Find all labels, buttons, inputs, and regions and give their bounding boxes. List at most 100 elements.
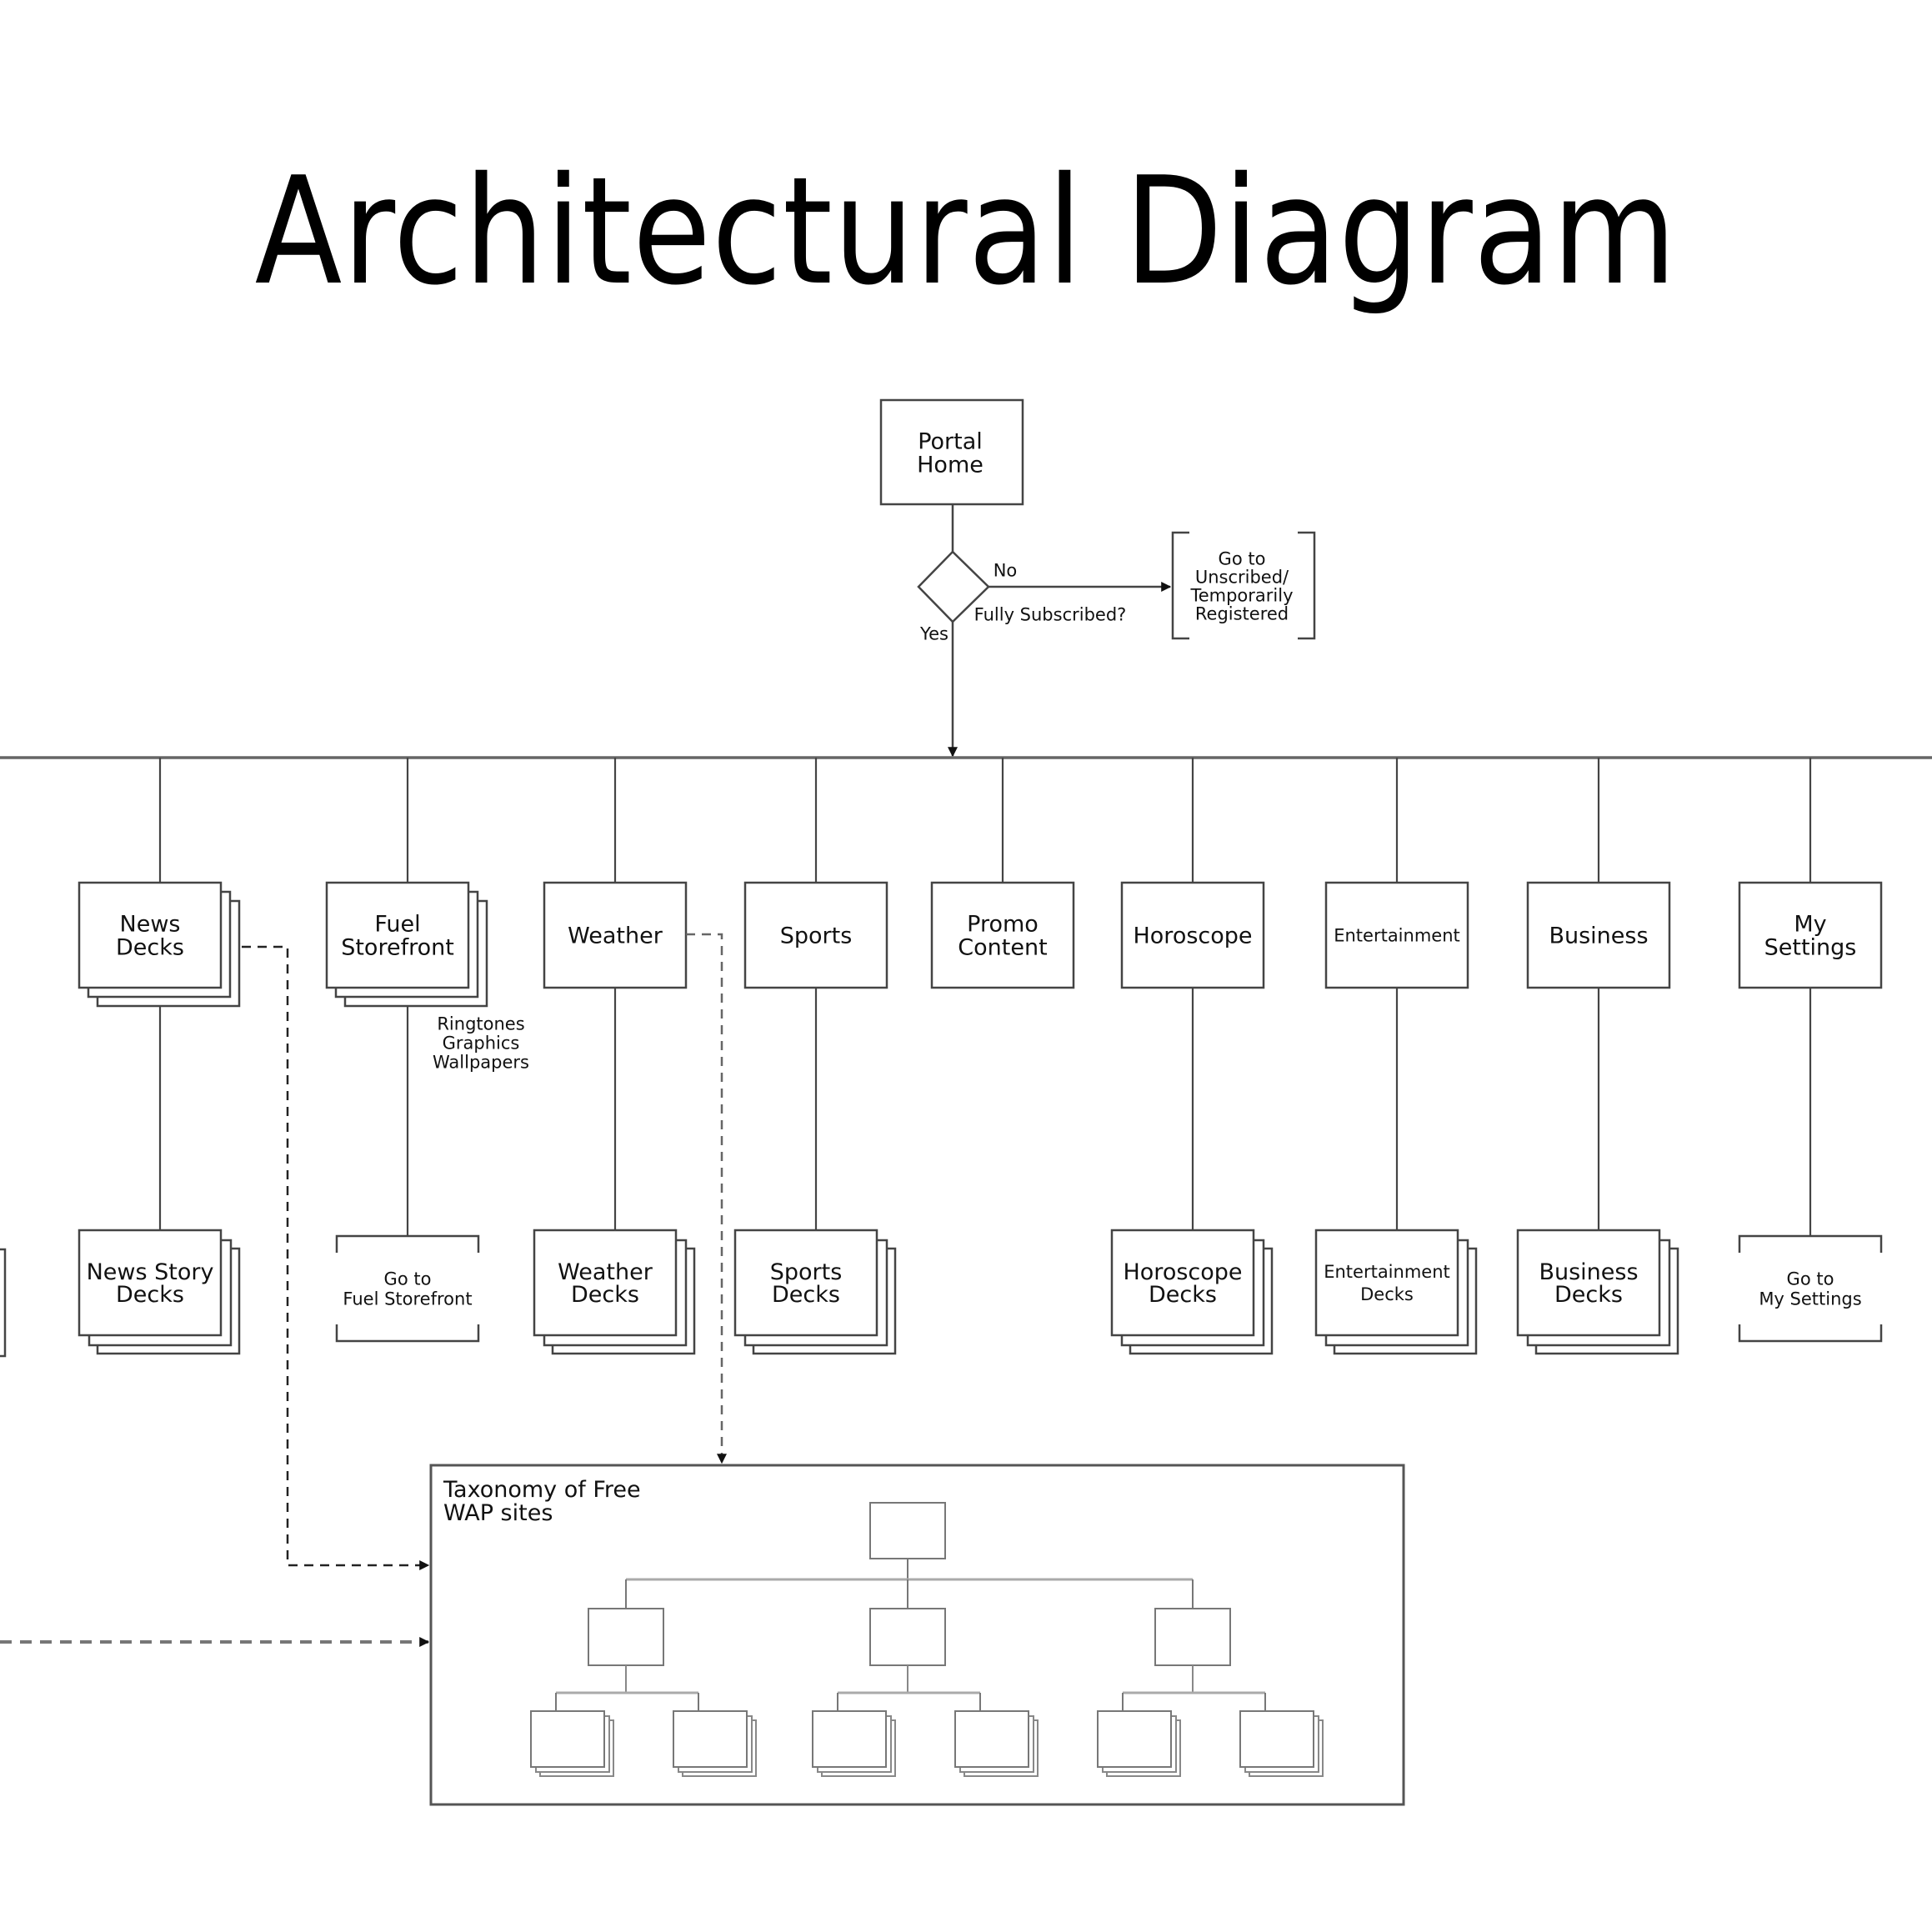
section-entertainment-label: Entertainment (1334, 926, 1460, 946)
section-business-label-line: Business (1549, 923, 1648, 949)
unsubscribed-redirect-label-line: Unscribed/ (1195, 568, 1289, 588)
section-promo-box[interactable] (930, 881, 1075, 989)
taxonomy-leaf-node (530, 1710, 605, 1768)
section-weather-child-label-line: Decks (571, 1282, 639, 1308)
section-settings-child-bracket-top (1738, 1234, 1883, 1253)
section-promo-label-line: Content (958, 935, 1047, 961)
section-fuel-child-bracket-top (335, 1234, 480, 1253)
offscreen-left-bracket (0, 1248, 7, 1358)
section-fuel-box[interactable] (325, 881, 470, 989)
unsubscribed-redirect-label-line: Temporarily (1189, 586, 1293, 606)
section-fuel-label-line: Fuel (374, 912, 420, 938)
section-settings-child-label-line: My Settings (1759, 1289, 1861, 1309)
decision-yes-label: Yes (919, 624, 948, 644)
section-entertainment-child-box[interactable] (1314, 1229, 1459, 1337)
section-sports-child-box[interactable] (733, 1229, 878, 1337)
section-settings-label-line: Settings (1764, 935, 1857, 961)
section-weather-child-box[interactable] (533, 1229, 678, 1337)
decision-yes-label-line: Yes (919, 624, 948, 644)
taxonomy-level1-node (588, 1608, 664, 1666)
section-entertainment-label-line: Entertainment (1334, 926, 1460, 946)
portal-home-label-line: Home (917, 453, 984, 478)
section-entertainment-child-label-line: Decks (1360, 1284, 1414, 1304)
section-entertainment-child-label-line: Entertainment (1324, 1262, 1450, 1282)
section-weather-child-label-line: Weather (558, 1259, 653, 1285)
section-fuel-child-label-line: Fuel Storefront (343, 1289, 472, 1309)
section-sports-child-label-line: Decks (772, 1282, 840, 1308)
section-fuel-note-line: Wallpapers (433, 1053, 529, 1073)
taxonomy-leaf-node (673, 1710, 748, 1768)
section-weather-label: Weather (568, 923, 663, 949)
section-business-child-box[interactable] (1516, 1229, 1661, 1337)
section-horoscope-child-label-line: Decks (1149, 1282, 1217, 1308)
portal-home-box[interactable] (879, 398, 1024, 506)
section-horoscope-child-box[interactable] (1110, 1229, 1255, 1337)
section-horoscope-label-line: Horoscope (1133, 923, 1252, 949)
section-news-child-label-line: Decks (116, 1282, 184, 1308)
section-sports-label-line: Sports (780, 923, 853, 949)
section-sports-child-label-line: Sports (770, 1259, 843, 1285)
section-settings-child-bracket-bottom (1738, 1324, 1883, 1343)
taxonomy-leaf-node (812, 1710, 887, 1768)
section-horoscope-box[interactable] (1120, 881, 1265, 989)
decision-no-label: No (994, 561, 1018, 581)
section-business-child-label-line: Business (1539, 1259, 1638, 1285)
section-sports-box[interactable] (743, 881, 888, 989)
section-sports-label: Sports (780, 923, 853, 949)
section-settings-child-label-line: Go to (1787, 1269, 1834, 1289)
taxonomy-title-line: Taxonomy of Free (443, 1477, 641, 1503)
page-title: Architectural Diagram (254, 145, 1678, 318)
taxonomy-leaf-node (954, 1710, 1029, 1768)
unsubscribed-redirect-bracket-right (1298, 531, 1316, 640)
decision-question-label: Fully Subscribed? (974, 605, 1127, 625)
unsubscribed-redirect-label-line: Registered (1195, 604, 1289, 624)
decision-no-label-line: No (994, 561, 1018, 581)
unsubscribed-redirect-bracket-left (1171, 531, 1189, 640)
news-to-taxonomy-dashed-link (242, 945, 430, 1570)
section-business-label: Business (1549, 923, 1648, 949)
taxonomy-root-node (869, 1502, 946, 1559)
taxonomy-title-line: WAP sites (443, 1500, 553, 1526)
section-fuel-child-bracket-bottom (335, 1324, 480, 1343)
section-business-box[interactable] (1526, 881, 1671, 989)
section-settings-box[interactable] (1738, 881, 1883, 989)
decision-question-label-line: Fully Subscribed? (974, 605, 1127, 625)
taxonomy-leaf-node (1097, 1710, 1172, 1768)
section-fuel-child-label-line: Go to (384, 1269, 432, 1289)
section-weather-label-line: Weather (568, 923, 663, 949)
section-fuel-note-line: Ringtones (437, 1014, 524, 1034)
unsubscribed-redirect-label-line: Go to (1219, 549, 1266, 569)
section-news-label-line: Decks (116, 935, 184, 961)
portal-home-label-line: Portal (918, 429, 983, 455)
section-fuel-label-line: Storefront (341, 935, 454, 961)
section-news-child-label-line: News Story (87, 1259, 214, 1285)
section-news-label-line: News (120, 912, 181, 938)
section-promo-label-line: Promo (967, 912, 1039, 938)
taxonomy-leaf-node (1239, 1710, 1314, 1768)
taxonomy-level1-node (1154, 1608, 1231, 1666)
weather-to-taxonomy-dashed-link (686, 933, 727, 1464)
section-horoscope-child-label-line: Horoscope (1123, 1259, 1242, 1285)
section-business-child-label-line: Decks (1554, 1282, 1623, 1308)
section-news-child-box[interactable] (78, 1229, 223, 1337)
section-horoscope-label: Horoscope (1133, 923, 1252, 949)
section-news-box[interactable] (78, 881, 223, 989)
taxonomy-level1-node (869, 1608, 946, 1666)
section-settings-label-line: My (1794, 912, 1826, 938)
